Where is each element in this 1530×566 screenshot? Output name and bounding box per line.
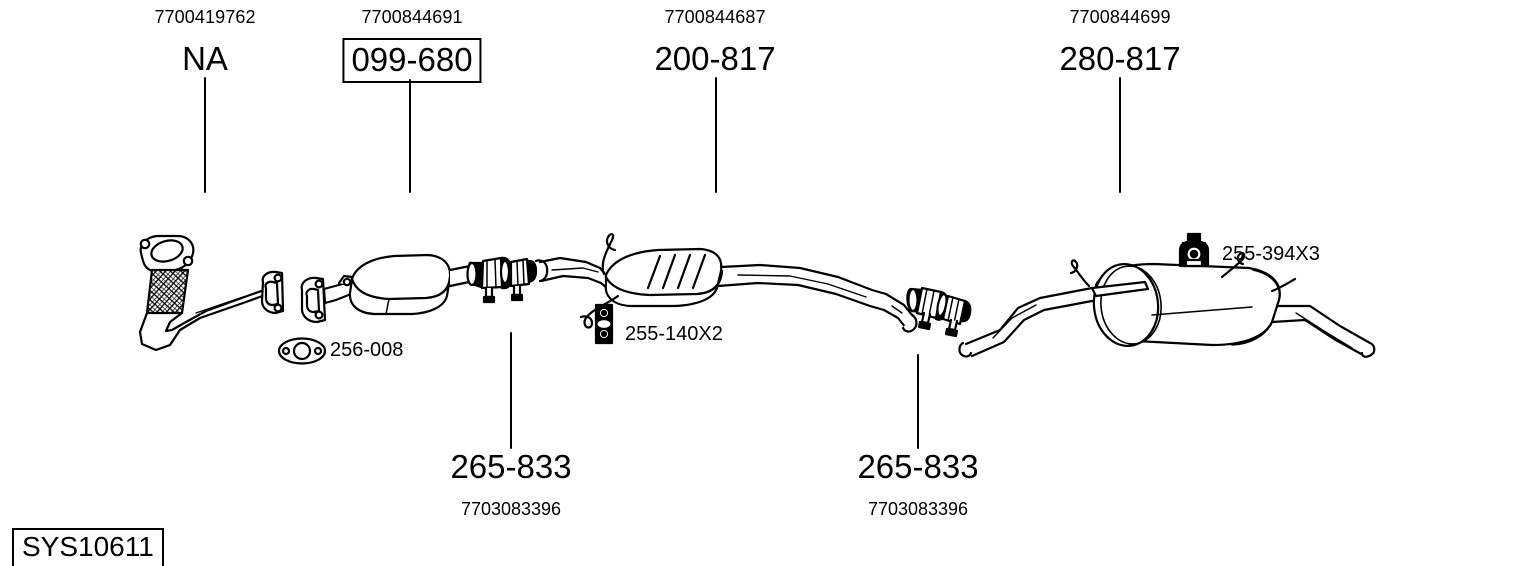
- part-number-rear-silencer[interactable]: 280-817: [1059, 40, 1181, 77]
- rubber-hanger-strap-icon: [594, 303, 614, 345]
- system-code-label[interactable]: SYS10611: [12, 528, 164, 566]
- part-number-clamp-front[interactable]: 265-833: [450, 448, 572, 485]
- part-number-rubber-hanger[interactable]: 255-140X2: [625, 323, 723, 345]
- part-number-catalytic-converter[interactable]: 099-680: [342, 38, 482, 83]
- oem-number-clamp-front: 7703083396: [460, 499, 562, 519]
- part-number-rubber-mount[interactable]: 255-394X3: [1222, 243, 1320, 265]
- catalytic-converter-part: [300, 253, 479, 324]
- oem-number-clamp-rear: 7703083396: [867, 499, 969, 519]
- oem-number-rear-silencer: 7700844699: [1069, 7, 1171, 27]
- oem-number-front-pipe: 7700419762: [154, 7, 256, 27]
- oem-number-centre-silencer: 7700844687: [664, 7, 766, 27]
- leader-lines: [204, 77, 1121, 449]
- part-number-front-pipe[interactable]: NA: [182, 40, 228, 77]
- rear-silencer-part: [958, 252, 1376, 358]
- front-pipe-part: [138, 234, 285, 352]
- part-number-gasket[interactable]: 256-008: [330, 339, 404, 361]
- exhaust-clamp-rear: [906, 286, 972, 338]
- centre-silencer-part: [534, 233, 918, 333]
- part-number-centre-silencer[interactable]: 200-817: [654, 40, 776, 77]
- oem-number-catalytic-converter: 7700844691: [361, 7, 463, 27]
- rubber-mount-block-icon: [1178, 232, 1210, 268]
- gasket-256-008-icon: [277, 337, 327, 365]
- part-number-clamp-rear[interactable]: 265-833: [857, 448, 979, 485]
- exhaust-clamp-front: [466, 256, 538, 304]
